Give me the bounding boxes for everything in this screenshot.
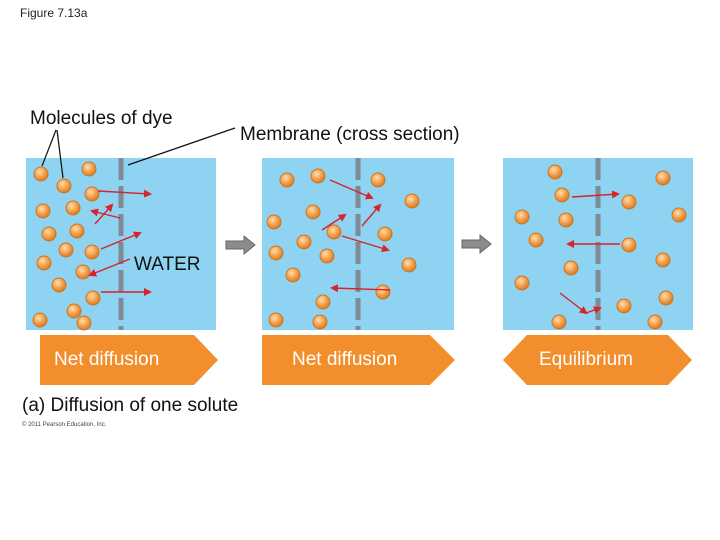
figure-caption: (a) Diffusion of one solute [22, 395, 239, 416]
membrane-label: Membrane (cross section) [240, 124, 460, 145]
dye-molecule [671, 207, 687, 223]
movement-arrows [88, 189, 152, 296]
equilibrium-banner: Equilibrium [503, 335, 693, 385]
dye-molecule [315, 294, 331, 310]
dye-molecule [305, 204, 321, 220]
banner-equilibrium [503, 335, 692, 385]
dye-molecule [377, 226, 393, 242]
movement-arrow [88, 258, 131, 277]
dye-molecule [647, 314, 663, 330]
dye-molecule [285, 267, 301, 283]
dye-molecule [312, 314, 328, 330]
pointer-line [127, 127, 236, 166]
dye-molecule [658, 290, 674, 306]
water-label: WATER [134, 254, 201, 275]
movement-arrow [559, 292, 588, 315]
net-diffusion-text-1: Net diffusion [54, 349, 160, 370]
dye-molecule [65, 200, 81, 216]
dye-molecule [81, 161, 97, 177]
movement-arrow [90, 208, 121, 219]
dye-molecule [563, 260, 579, 276]
dye-molecule [404, 193, 420, 209]
pointer-line [41, 129, 57, 167]
pointer-line [56, 129, 64, 179]
panel-1 [26, 158, 216, 331]
dye-molecule [558, 212, 574, 228]
dye-molecule [616, 298, 632, 314]
dye-molecule [33, 166, 49, 182]
dye-molecule [75, 264, 91, 280]
movement-arrow [361, 203, 382, 227]
movement-arrow [329, 179, 374, 200]
dye-molecule [56, 178, 72, 194]
dye-molecule [268, 312, 284, 328]
molecules [514, 164, 687, 330]
dye-molecule [58, 242, 74, 258]
dye-molecule [621, 237, 637, 253]
dye-molecule [528, 232, 544, 248]
dye-molecule [66, 303, 82, 319]
dye-molecule [84, 186, 100, 202]
dye-molecule [51, 277, 67, 293]
molecules [266, 168, 420, 330]
banner-net-diffusion-1 [40, 335, 218, 385]
gray-arrow-icon [225, 234, 256, 256]
net-diffusion-banner-2: Net diffusion [262, 335, 454, 385]
dye-molecule [655, 170, 671, 186]
dye-molecule [36, 255, 52, 271]
dye-molecule [310, 168, 326, 184]
dye-molecule [370, 172, 386, 188]
dye-molecule [621, 194, 637, 210]
dye-molecule [375, 284, 391, 300]
movement-arrow [341, 235, 390, 253]
dye-molecule [266, 214, 282, 230]
movement-arrow [585, 306, 602, 314]
net-diffusion-text-2: Net diffusion [292, 349, 398, 370]
movement-arrow [100, 231, 142, 250]
dye-molecule [41, 226, 57, 242]
dye-molecule [35, 203, 51, 219]
movement-arrow [97, 189, 152, 198]
dye-molecule [326, 224, 342, 240]
movement-arrow [94, 203, 114, 225]
dye-molecule [514, 209, 530, 225]
dye-molecule [268, 245, 284, 261]
movement-arrow [330, 284, 391, 293]
dye-molecule [32, 312, 48, 328]
gray-arrow-icon [461, 233, 492, 255]
molecules [32, 161, 101, 331]
dye-molecule [547, 164, 563, 180]
movement-arrow [321, 213, 347, 231]
panel-2 [262, 158, 454, 330]
banner-net-diffusion-2 [262, 335, 455, 385]
dye-molecule [319, 248, 335, 264]
movement-arrows [321, 179, 391, 293]
dye-molecule [514, 275, 530, 291]
label-pointers [41, 127, 236, 179]
dye-molecule [401, 257, 417, 273]
dye-molecule [296, 234, 312, 250]
dye-molecule [551, 314, 567, 330]
dye-molecule [279, 172, 295, 188]
dye-molecule [76, 315, 92, 331]
molecules-label: Molecules of dye [30, 108, 173, 129]
panel-3 [503, 158, 693, 330]
dye-molecule [85, 290, 101, 306]
dye-molecule [69, 223, 85, 239]
copyright-notice: © 2011 Pearson Education, Inc. [22, 422, 107, 428]
equilibrium-text: Equilibrium [539, 349, 633, 370]
movement-arrows [559, 190, 620, 315]
dye-molecule [84, 244, 100, 260]
movement-arrow [571, 190, 620, 199]
dye-molecule [554, 187, 570, 203]
net-diffusion-banner-1: Net diffusion [40, 335, 218, 385]
dye-molecule [655, 252, 671, 268]
figure-label: Figure 7.13a [20, 6, 88, 20]
